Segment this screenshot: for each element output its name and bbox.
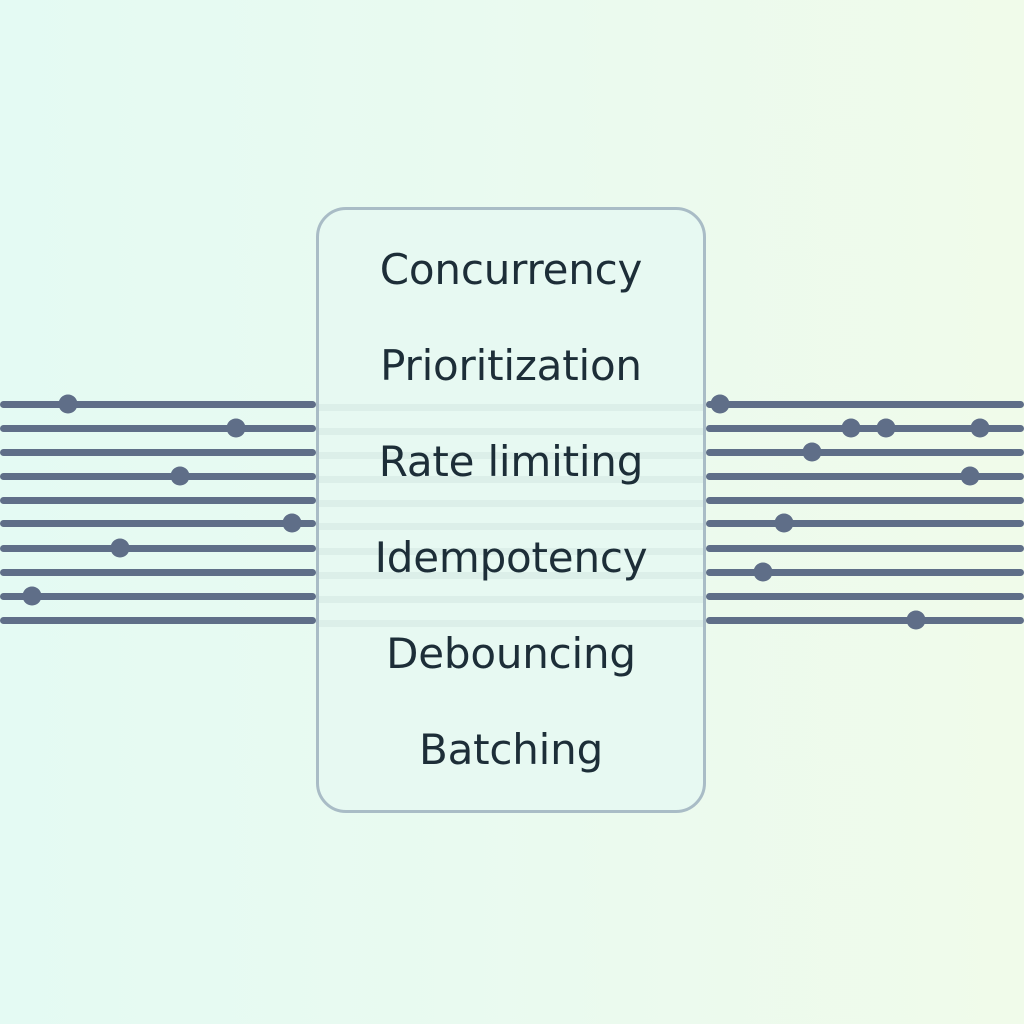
card-inner-track-line: [319, 451, 703, 459]
track-node-dot-left: [22, 586, 42, 606]
track-line-right: [706, 519, 1024, 527]
card-inner-track-line: [319, 427, 703, 435]
card-inner-track-line: [319, 619, 703, 627]
track-line-right: [706, 496, 1024, 504]
track-node-dot-left: [282, 513, 302, 533]
track-node-dot-right: [960, 466, 980, 486]
track-line-left: [0, 400, 316, 408]
track-node-dot-right: [802, 442, 822, 462]
card-inner-track-line: [319, 571, 703, 579]
pattern-item: Concurrency: [379, 245, 643, 294]
pattern-item: Idempotency: [374, 533, 648, 582]
card-inner-track-line: [319, 499, 703, 507]
track-node-dot-right: [753, 562, 773, 582]
pattern-item: Debouncing: [386, 629, 636, 678]
track-line-right: [706, 568, 1024, 576]
card-inner-track-line: [319, 522, 703, 530]
pattern-item: Prioritization: [380, 341, 642, 390]
track-node-dot-left: [170, 466, 190, 486]
track-line-left: [0, 448, 316, 456]
track-node-dot-right: [906, 610, 926, 630]
track-node-dot-right: [841, 418, 861, 438]
pattern-item: Rate limiting: [378, 437, 644, 486]
track-node-dot-left: [110, 538, 130, 558]
track-node-dot-left: [226, 418, 246, 438]
track-node-dot-right: [774, 513, 794, 533]
track-line-left: [0, 519, 316, 527]
card-inner-track-line: [319, 595, 703, 603]
track-node-dot-right: [876, 418, 896, 438]
pattern-item: Batching: [418, 725, 604, 774]
card-inner-track-lines: [319, 210, 703, 810]
track-line-left: [0, 424, 316, 432]
track-line-right: [706, 472, 1024, 480]
track-line-right: [706, 400, 1024, 408]
track-line-left: [0, 472, 316, 480]
track-node-dot-left: [58, 394, 78, 414]
track-line-right: [706, 544, 1024, 552]
track-line-left: [0, 544, 316, 552]
track-line-left: [0, 568, 316, 576]
track-line-right: [706, 592, 1024, 600]
track-line-right: [706, 448, 1024, 456]
card-inner-track-line: [319, 403, 703, 411]
track-line-left: [0, 616, 316, 624]
track-node-dot-right: [710, 394, 730, 414]
track-line-right: [706, 424, 1024, 432]
card-inner-track-line: [319, 475, 703, 483]
track-line-left: [0, 496, 316, 504]
card-inner-track-line: [319, 547, 703, 555]
track-line-right: [706, 616, 1024, 624]
track-line-left: [0, 592, 316, 600]
track-node-dot-right: [970, 418, 990, 438]
